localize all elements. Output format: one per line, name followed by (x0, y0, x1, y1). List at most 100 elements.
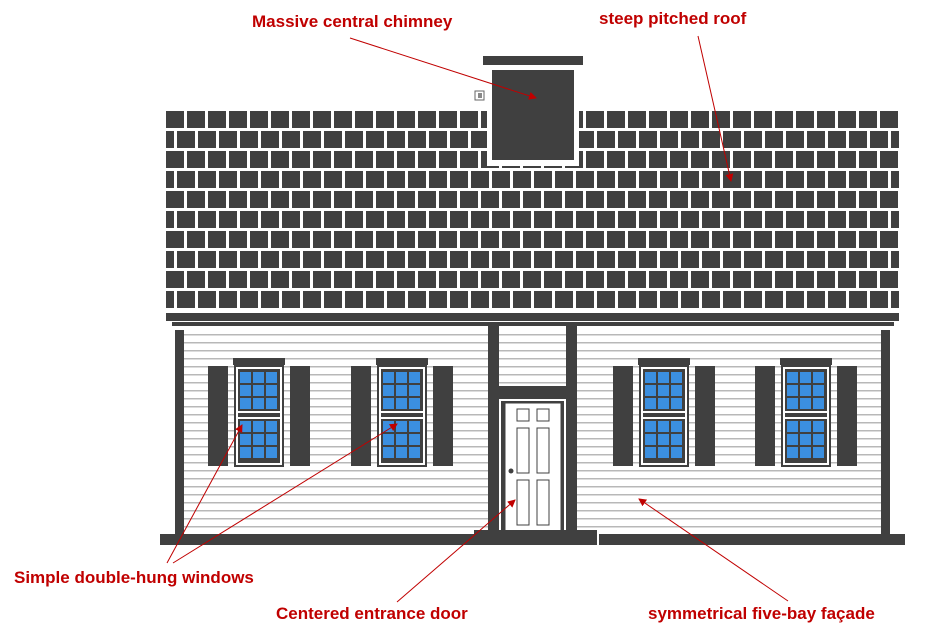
roof-shingle (849, 171, 867, 188)
roof-shingle (891, 251, 899, 268)
window-pane (671, 447, 682, 458)
roof-shingle (387, 291, 405, 308)
roof-shingle (639, 171, 657, 188)
roof-shingle (166, 211, 174, 228)
roof-shingle (723, 211, 741, 228)
roof-shingle (723, 291, 741, 308)
roof-shingle (166, 291, 174, 308)
roof-shingle (744, 171, 762, 188)
roof-shingle (376, 271, 394, 288)
roof-shingle (660, 291, 678, 308)
roof-shingle (702, 131, 720, 148)
roof-shingle (786, 131, 804, 148)
chimney-cap (483, 56, 583, 65)
roof-shingle (250, 151, 268, 168)
roof-shingle (649, 191, 667, 208)
door-arrow (396, 499, 516, 603)
roof-shingle (586, 271, 604, 288)
roof-shingle (187, 111, 205, 128)
siding-board (499, 366, 566, 368)
roof-shingle (439, 231, 457, 248)
roof-shingle (586, 191, 604, 208)
entrance-surround (488, 326, 577, 532)
roof-shingle (177, 131, 195, 148)
roof-shingle (576, 171, 594, 188)
roof-shingle (807, 171, 825, 188)
roof-shingle (702, 171, 720, 188)
window-pane (383, 372, 394, 383)
roof-shingle (849, 251, 867, 268)
roof-shingle (681, 171, 699, 188)
roof-shingle (481, 231, 499, 248)
window-pane (396, 447, 407, 458)
siding-board (577, 486, 881, 488)
window-pane (253, 372, 264, 383)
double-hung-window (755, 358, 857, 467)
corner-post-right (881, 330, 890, 534)
siding-board (577, 510, 881, 512)
roof-shingle (166, 171, 174, 188)
window-pane (787, 421, 798, 432)
roof-shingle (366, 211, 384, 228)
siding-board (184, 454, 488, 456)
door-panel (516, 427, 530, 474)
window-pane (787, 372, 798, 383)
roof-shingle (355, 231, 373, 248)
roof-shingle (628, 271, 646, 288)
roof-shingle (691, 111, 709, 128)
roof-shingle (513, 211, 531, 228)
roof-shingle (607, 231, 625, 248)
roof-shingle (292, 271, 310, 288)
roof-shingle (828, 171, 846, 188)
window-meeting-rail (381, 413, 423, 417)
siding-board (184, 382, 488, 384)
roof-eave (166, 313, 899, 321)
roof-shingle (429, 211, 447, 228)
roof-shingle (880, 191, 898, 208)
double-hung-window (208, 358, 310, 467)
roof-shingle (649, 231, 667, 248)
roof-shingle (775, 271, 793, 288)
roof-shingle (397, 151, 415, 168)
roof-shingle (597, 291, 615, 308)
roof-shingle (660, 251, 678, 268)
roof-shingle (282, 291, 300, 308)
roof-shingle (387, 211, 405, 228)
roof-shingle (565, 271, 583, 288)
siding-board (499, 350, 566, 352)
roof-shingle (754, 111, 772, 128)
roof-shingle (555, 251, 573, 268)
roof-shingle (733, 111, 751, 128)
roof-shingle (439, 111, 457, 128)
roof-shingle (229, 231, 247, 248)
siding-board (184, 414, 488, 416)
window-head-trim (233, 358, 285, 365)
roof-shingle (408, 211, 426, 228)
roof-shingle (849, 211, 867, 228)
siding-board (184, 350, 488, 352)
windows (208, 358, 857, 467)
roof-shingle (838, 191, 856, 208)
roof-shingle (681, 291, 699, 308)
roof-shingle (639, 131, 657, 148)
windows-arrow-left (166, 424, 243, 564)
roof-shingle (586, 151, 604, 168)
roof-shingle (303, 171, 321, 188)
roof-shingle (313, 271, 331, 288)
siding-board (184, 390, 488, 392)
facade-label: symmetrical five-bay façade (648, 604, 875, 623)
window-pane (813, 398, 824, 409)
roof-shingle (786, 251, 804, 268)
roof-shingle (355, 191, 373, 208)
roof-shingle (345, 211, 363, 228)
roof-shingle (198, 291, 216, 308)
roof-shingle (313, 191, 331, 208)
roof-shingle (418, 191, 436, 208)
window-pane (645, 372, 656, 383)
roof-shingle (544, 191, 562, 208)
window-pane (266, 385, 277, 396)
roof-shingle (870, 131, 888, 148)
roof-shingle (271, 191, 289, 208)
siding-board (577, 398, 881, 400)
roof-shingle (481, 271, 499, 288)
